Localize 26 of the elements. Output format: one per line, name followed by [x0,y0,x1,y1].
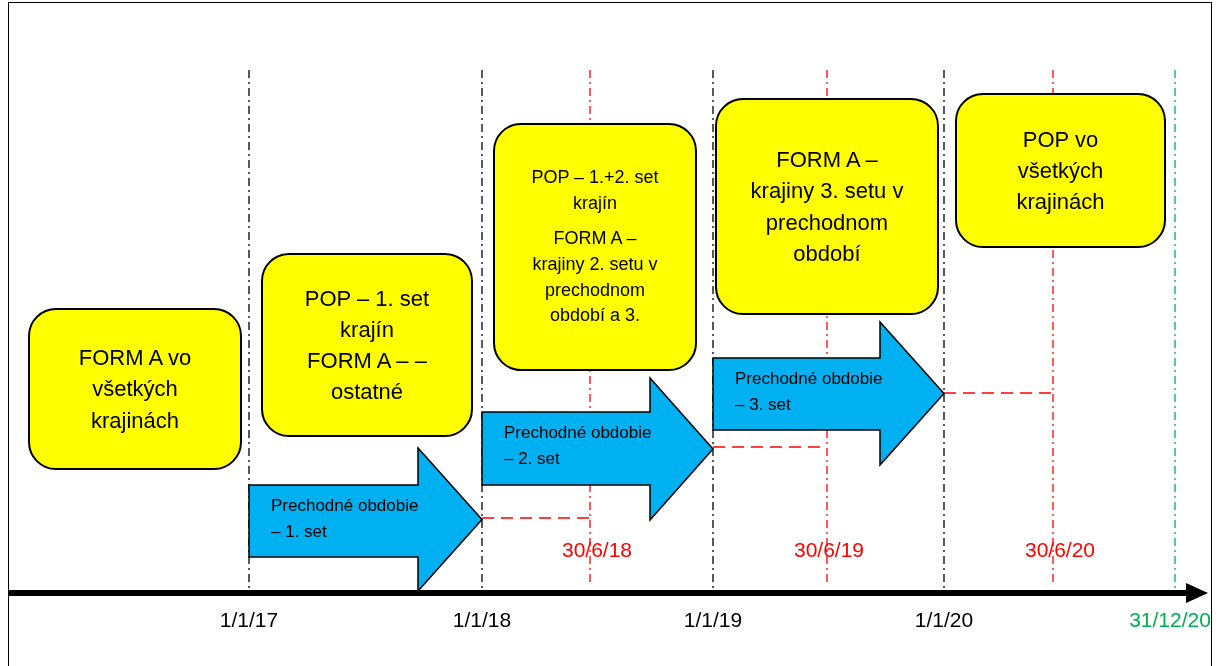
arrow-text: Prechodné obdobie – 3. set [735,368,884,417]
rounded-box [28,308,242,470]
arrow-text: Prechodné obdobie – 1. set [271,495,420,544]
rounded-box [715,98,939,315]
transition-period-block [249,448,482,591]
box-text: POP – 1.+2. set krajín [530,166,660,215]
date-label: 1/1/19 [683,608,743,632]
date-label: 30/6/20 [1024,538,1096,562]
box-text: FORM A – – ostatné [306,347,428,407]
rounded-box [955,93,1166,248]
date-label: 30/6/19 [793,538,865,562]
date-label: 30/6/18 [561,538,633,562]
box-text: FORM A – krajiny 3. setu v prechodnom období [749,146,905,268]
box-text: POP vo všetkých krajinách [1015,125,1106,217]
box-text: FORM A – krajiny 2. setu v prechodnom období a 3. [531,227,659,328]
date-label: 1/1/18 [452,608,512,632]
rounded-box [261,253,473,437]
date-label: 31/12/20 [1129,608,1211,632]
box-text: POP – 1. set krajín [303,284,431,344]
date-label: 1/1/17 [219,608,279,632]
transition-period-block [713,322,944,465]
date-label: 1/1/20 [914,608,974,632]
transition-period-block [482,378,713,520]
box-text: FORM A vo všetkých krajinách [77,344,193,435]
arrow-text: Prechodné obdobie – 2. set [504,422,653,471]
rounded-box [493,123,697,371]
